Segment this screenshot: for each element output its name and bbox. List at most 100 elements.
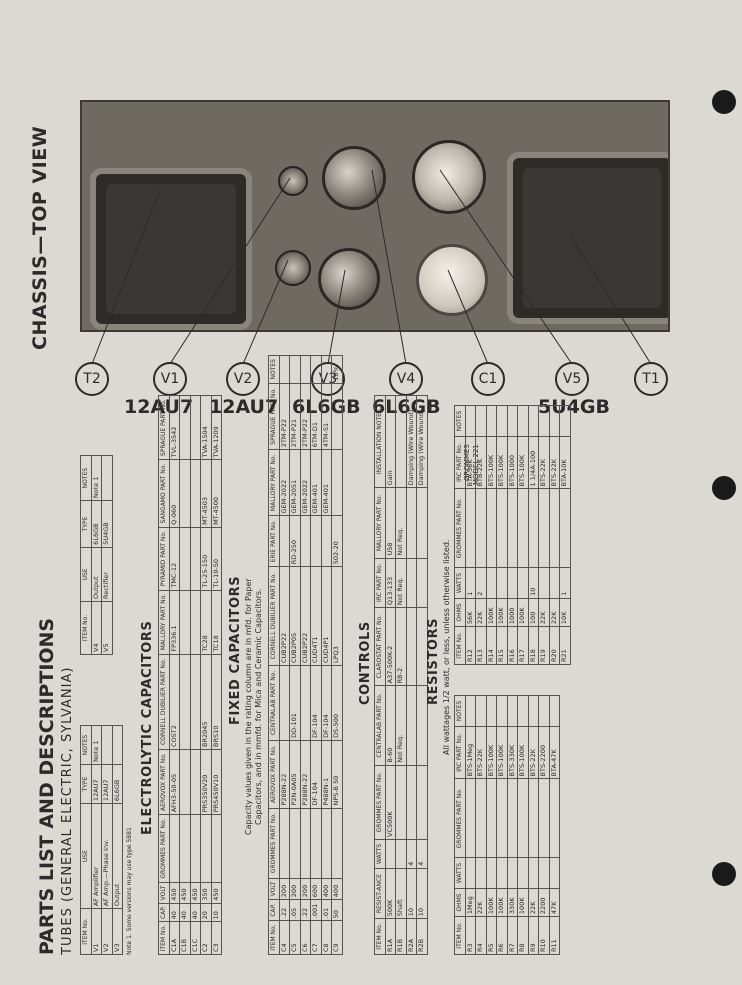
transformer-t2 (90, 168, 252, 330)
resistors-table-1: ITEM No. OHMS WATTS GROMMES PART No. IRC… (454, 695, 560, 955)
cell: 6L6GB (91, 500, 102, 548)
header-cell: MALLORY PART No. (158, 590, 169, 655)
cell: R2A (406, 918, 417, 955)
cell: C7 (310, 920, 321, 955)
cell: LPQ3 (331, 566, 342, 666)
header-cell: NOTES (268, 355, 279, 384)
header-cell: CORNELL DUBILIER PART No. (268, 566, 279, 666)
cell: MT-4503 (200, 459, 211, 528)
header-cell: ITEM No. (80, 908, 91, 955)
cell: TVL-3542 (169, 395, 180, 460)
fixed-capacitors-note: Capacity values given in the rating colu… (244, 578, 263, 835)
cell: BRS10 (211, 654, 222, 750)
cell: 1 1/4A-100 (528, 436, 539, 489)
cell: BTS-330K (507, 726, 518, 779)
header-cell: CAP. (268, 899, 279, 921)
cell (486, 567, 497, 599)
callout-v1: V1 (153, 362, 187, 396)
cell: 100K (496, 888, 507, 917)
cell: 12AU7 (91, 764, 102, 804)
cell: 450 (169, 882, 180, 904)
cell: TL-10-50 (211, 527, 222, 591)
cell: DF-104 (321, 665, 332, 741)
cell: C3 (211, 921, 222, 955)
header-cell: NOTES (80, 455, 91, 501)
cell: BTS-22K (528, 726, 539, 779)
binder-hole-bottom (712, 862, 736, 886)
cell: 22K (475, 888, 486, 917)
cell: 22K (475, 598, 486, 627)
cell: 2200 (538, 888, 549, 917)
header-cell: ERIE PART No. (268, 516, 279, 567)
cell: Q-060 (169, 459, 180, 528)
header-cell: CENTRALAB PART No. (268, 665, 279, 741)
cell (538, 567, 549, 599)
cell (101, 725, 112, 765)
cell: CUD4T1 (310, 566, 321, 666)
header-cell: MALLORY PART No. (268, 449, 279, 516)
cell: Damping (Wire Wound) (406, 395, 417, 488)
cell (300, 355, 311, 384)
cell: CUB2P22 (279, 566, 290, 666)
cell: .05 (289, 899, 300, 921)
cell: 20 (200, 903, 211, 922)
cell: Gain (385, 395, 396, 488)
cell: R6 (496, 916, 507, 955)
cell: 100K (496, 598, 507, 627)
cell: DF-104 (310, 665, 321, 741)
cell (538, 488, 549, 568)
header-cell: WATTS (454, 567, 465, 599)
cell: TMC-12 (169, 527, 180, 591)
cell: .22 (279, 899, 290, 921)
cell (538, 695, 549, 727)
cell (549, 405, 560, 437)
cell: Not Req. (395, 685, 406, 766)
controls-title: CONTROLS (358, 621, 373, 705)
binder-hole-middle (712, 476, 736, 500)
electrolytic-title: ELECTROLYTIC CAPACITORS (140, 620, 155, 835)
cell: 10 (211, 903, 222, 922)
cell: RB-2 (395, 607, 406, 686)
cell: CUB2P05 (289, 566, 300, 666)
cell: Q13-133 (385, 558, 396, 608)
header-cell: GROMMES PART No. (454, 778, 465, 858)
cell (279, 355, 290, 384)
cell: 2TM-P22 (279, 383, 290, 450)
cell (538, 778, 549, 858)
cell: .01 (321, 899, 332, 921)
cell: Shaft (395, 868, 406, 919)
cell: 200 (289, 878, 300, 900)
resistors-table-2: ITEM No. OHMS WATTS GROMMES PART No. IRC… (454, 405, 571, 665)
cell (528, 488, 539, 568)
cell: 350 (200, 882, 211, 904)
table-header-row: ITEM No. OHMS WATTS GROMMES PART No. IRC… (454, 405, 465, 665)
cell: R10 (538, 916, 549, 955)
cell (416, 558, 427, 608)
cell: P288N-22 (300, 740, 311, 809)
cell: 450 (179, 882, 190, 904)
cell: .22 (300, 899, 311, 921)
cell: BTS-2200 (538, 726, 549, 779)
header-cell: CENTRALAB PART No. (374, 685, 385, 766)
cell: 200 (279, 878, 290, 900)
header-cell: ITEM No. (374, 918, 385, 955)
header-cell: ITEM No. (158, 921, 169, 955)
cell (190, 590, 201, 655)
cell (385, 839, 396, 869)
cell (475, 695, 486, 727)
header-cell: NOTES (454, 405, 465, 437)
cell: C4 (279, 920, 290, 955)
table-header-row: ITEM No. USE TYPE NOTES (80, 725, 91, 955)
cell (321, 516, 332, 567)
cell: Note 1 (91, 455, 102, 501)
